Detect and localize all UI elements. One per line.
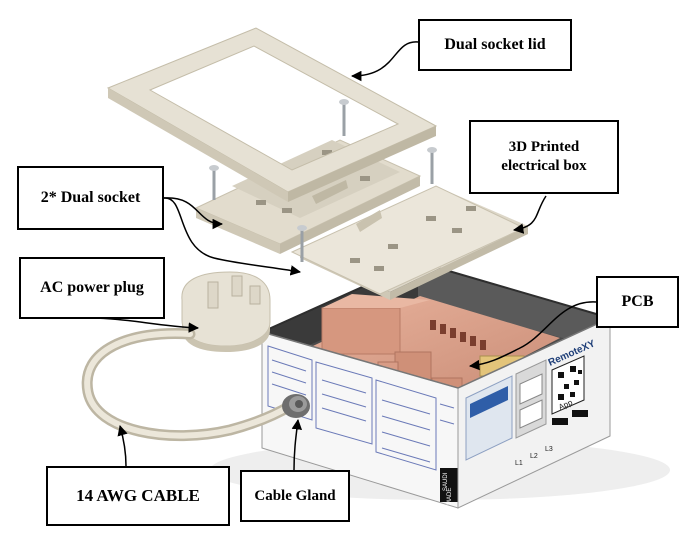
power-cable-highlight (84, 330, 293, 439)
app-screenshots-print (465, 359, 547, 461)
arrow-gland (291, 418, 303, 471)
label-dual-socket-lid: Dual socket lid (418, 19, 572, 71)
box-front-rim (261, 317, 611, 389)
screw-heads (209, 99, 437, 231)
schematic-print (267, 345, 455, 471)
electrical-box (261, 260, 611, 509)
arrow-lid (350, 41, 419, 82)
label-dual-sockets: 2* Dual socket (17, 166, 164, 230)
arrow-box (512, 195, 547, 234)
screws (212, 104, 434, 262)
pcb-header-row (430, 320, 486, 350)
label-14-awg-cable: 14 AWG CABLE (46, 466, 230, 526)
label-cable-gland: Cable Gland (240, 470, 350, 522)
cable-gland (282, 394, 310, 418)
box-inner-rightwall (418, 262, 610, 350)
terminal-l2-text: L2 (530, 453, 538, 460)
arrow-pcb (468, 301, 597, 371)
arrow-sockets-1 (163, 197, 224, 230)
terminal-l1-text: L1 (515, 460, 523, 467)
saudi-text: SAUDI (443, 472, 449, 491)
made-text: MADE (447, 488, 453, 505)
app-store-badges (552, 410, 588, 425)
label-3d-printed-box: 3D Printed electrical box (469, 120, 619, 194)
ac-plug (181, 271, 271, 352)
dual-socket-lid (106, 27, 438, 202)
arrow-sockets-2 (163, 197, 302, 276)
terminal-l3-text: L3 (545, 446, 553, 453)
label-pcb: PCB (596, 276, 679, 328)
label-ac-power-plug: AC power plug (19, 257, 165, 319)
qr-code-print (551, 355, 585, 415)
arrow-cable (117, 424, 128, 467)
pcb-relay-1-top (322, 294, 430, 308)
dual-socket-lower (290, 185, 528, 300)
saudi-made-badge (440, 468, 458, 502)
pcb-relay-1 (321, 307, 401, 355)
